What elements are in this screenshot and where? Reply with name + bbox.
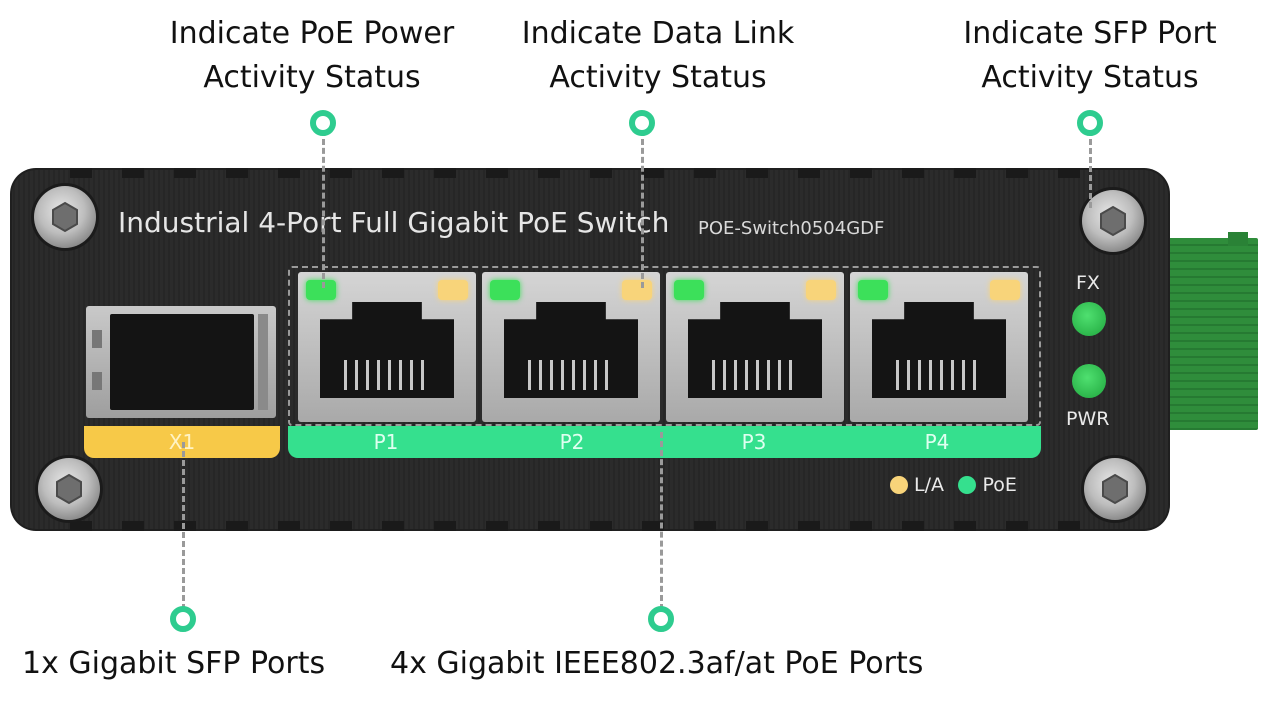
rj45-port-p3[interactable]	[666, 272, 844, 422]
terminal-tab	[1228, 232, 1248, 246]
sfp-status-callout: Indicate SFP Port Activity Status	[950, 12, 1230, 100]
fx-label: FX	[1076, 272, 1100, 294]
data-link-status-callout: Indicate Data Link Activity Status	[508, 12, 808, 100]
link-activity-led	[438, 280, 468, 300]
port-label-p2: P2	[559, 430, 585, 454]
rj45-pins	[896, 360, 982, 390]
link-activity-led	[806, 280, 836, 300]
rj45-pins	[528, 360, 614, 390]
poe-status-callout: Indicate PoE Power Activity Status	[162, 12, 462, 100]
poe-port-label-band: P1 P2 P3 P4	[288, 426, 1041, 458]
port-label-p4: P4	[924, 430, 950, 454]
heatsink-fins-top	[70, 168, 1110, 178]
pwr-label: PWR	[1066, 408, 1110, 430]
sfp-port[interactable]	[86, 306, 276, 418]
poe-led	[674, 280, 704, 300]
rj45-pins	[712, 360, 798, 390]
screw-bottom-left	[38, 458, 100, 520]
sfp-clip	[92, 372, 102, 390]
hex-socket-icon	[1100, 205, 1126, 237]
poe-port-group-outline	[288, 266, 1041, 426]
legend-dot-la	[890, 476, 908, 494]
callout-line: Indicate SFP Port	[963, 16, 1217, 51]
sfp-ports-label: 1x Gigabit SFP Ports	[22, 646, 326, 681]
leader-line-sfp	[1089, 130, 1092, 208]
sfp-clip	[92, 330, 102, 348]
fx-led	[1072, 302, 1106, 336]
port-label-p1: P1	[373, 430, 399, 454]
legend-dot-poe	[958, 476, 977, 494]
rj45-port-p4[interactable]	[850, 272, 1028, 422]
callout-line: Indicate PoE Power	[169, 16, 455, 51]
screw-top-right	[1082, 190, 1144, 252]
sfp-slot	[110, 314, 254, 410]
callout-dot-poe	[310, 110, 336, 136]
legend-label-la: L/A	[914, 474, 944, 496]
poe-ports-label: 4x Gigabit IEEE802.3af/at PoE Ports	[390, 646, 924, 681]
callout-dot-sfp-ports	[170, 606, 196, 632]
callout-line: Activity Status	[981, 60, 1199, 95]
callout-dot-poe-ports	[648, 606, 674, 632]
callout-dot-sfp	[1077, 110, 1103, 136]
leader-line-sfp-ports	[182, 442, 185, 610]
device-model: POE-Switch0504GDF	[698, 218, 885, 239]
callout-line: Activity Status	[203, 60, 421, 95]
sfp-lip	[258, 314, 268, 410]
screw-bottom-right	[1084, 458, 1146, 520]
poe-led	[490, 280, 520, 300]
link-activity-led	[990, 280, 1020, 300]
port-label-p3: P3	[741, 430, 767, 454]
heatsink-fins-bottom	[70, 521, 1110, 531]
hex-socket-icon	[52, 201, 78, 233]
rj45-port-p2[interactable]	[482, 272, 660, 422]
legend-label-poe: PoE	[982, 474, 1017, 496]
leader-line-poe-ports	[660, 432, 663, 610]
leader-line-data-link	[641, 130, 644, 288]
poe-led	[306, 280, 336, 300]
switch-enclosure: Industrial 4-Port Full Gigabit PoE Switc…	[10, 168, 1170, 531]
poe-led	[858, 280, 888, 300]
pwr-led	[1072, 364, 1106, 398]
hex-socket-icon	[56, 473, 82, 505]
hex-socket-icon	[1102, 473, 1128, 505]
power-terminal-block	[1168, 232, 1258, 430]
callout-dot-data-link	[629, 110, 655, 136]
link-activity-led	[622, 280, 652, 300]
callout-line: Activity Status	[549, 60, 767, 95]
callout-line: Indicate Data Link	[521, 16, 795, 51]
rj45-port-p1[interactable]	[298, 272, 476, 422]
leader-line-poe	[322, 130, 325, 288]
device-title: Industrial 4-Port Full Gigabit PoE Switc…	[118, 206, 670, 239]
screw-top-left	[34, 186, 96, 248]
led-legend: L/A PoE	[890, 474, 1027, 504]
rj45-pins	[344, 360, 430, 390]
